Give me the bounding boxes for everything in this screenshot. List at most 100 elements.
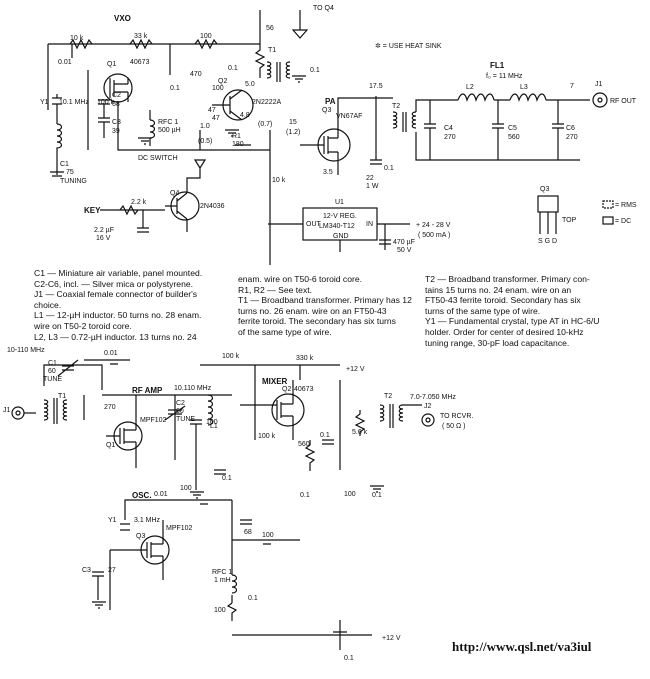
c3-rx-value: 27 [108,567,116,574]
reading-17-5: 17.5 [369,83,383,90]
c-0-1-label-a: 0.1 [170,85,180,92]
y1-freq-label: 10.1 MHz [59,99,89,106]
q3-rx-type: MPF102 [166,525,193,532]
r-22-label: 22 [366,175,374,182]
t1-label: T1 [268,47,276,54]
reading-5-0: 5.0 [245,81,255,88]
mixer-label: MIXER [262,377,288,386]
c5-label: C5 [508,125,517,132]
sgd-label: S G D [538,238,557,245]
note-line: Y1 — Fundamental crystal, type AT in HC-… [425,316,600,327]
c2-label: C2 [112,92,121,99]
u1-gnd-label: GND [333,233,349,240]
r-100b-label: 100 [212,85,224,92]
q1-type-label: 40673 [130,59,150,66]
reading-1-0: 1.0 [200,123,210,130]
c1-value: 75 [66,169,74,176]
rfc1-rx-value: 1 mH [214,577,231,584]
c5-value: 560 [508,134,520,141]
q3-rx-label: Q3 [136,533,145,540]
c1-label: C1 [60,161,69,168]
fl1-label: FL1 [490,61,505,70]
r-10k-b-label: 10 k [272,177,286,184]
rf-amp-label: RF AMP [132,386,163,395]
notes-left: C1 — Miniature air variable, panel mount… [34,268,244,342]
l3-label: L3 [520,84,528,91]
plus12-a-label: +12 V [346,366,365,373]
reading-7: 7 [570,83,574,90]
notes-mid: enam. wire on T50-6 toroid core. R1, R2 … [238,274,438,338]
dc-label: = DC [615,218,631,225]
pa-label: PA [325,97,336,106]
c-0-1e-label: 0.1 [248,595,258,602]
note-line: ferrite toroid. The secondary has six tu… [238,316,396,327]
note-line: of the same type of wire. [238,326,332,337]
r-56-label: 56 [266,25,274,32]
heat-sink-note: ✲ = USE HEAT SINK [375,42,442,50]
supply-current-label: ( 500 mA ) [418,232,450,239]
receiver-circuit: 10-110 MHz C1 60 TUNE J1 T1 0.01 270 RF … [3,347,473,662]
c1-rx-label: C1 [48,360,57,367]
c2-rx-value: 60 [176,408,184,415]
note-line: C1 — Miniature air variable, panel mount… [34,268,203,278]
reading-3-5: 3.5 [323,169,333,176]
c-0-1a-label: 0.1 [222,475,232,482]
q4-type-label: 2N4036 [200,203,225,210]
y1-rx-label: Y1 [108,517,117,524]
plus12-b-label: +12 V [382,635,401,642]
r-330k-label: 330 k [296,355,314,362]
u1-reg-label: 12-V REG. [323,213,357,220]
to-q4-label: TO Q4 [313,5,334,12]
range-mid-label: 10.110 MHz [174,385,212,392]
r-560-label: 560 [298,441,310,448]
c2-value: 68 [112,101,120,108]
key-label: KEY [84,206,101,215]
r-5-6k-label: 5.6 k [352,429,368,436]
y1-label: Y1 [40,99,49,106]
c1-rx-value: 60 [48,368,56,375]
note-line: choice. [34,299,62,310]
c-0-1c-label: 0.1 [372,492,382,499]
q3-pkg-label: Q3 [540,186,549,193]
footer-url: http://www.qsl.net/va3iul [452,639,592,654]
r-100-label: 100 [200,33,212,40]
c6-label: C6 [566,125,575,132]
ohms-label: ( 50 Ω ) [442,423,466,430]
c2-rx-label: C2 [176,400,185,407]
r-270-label: 270 [104,404,116,411]
out-range-label: 7.0-7.050 MHz [410,394,456,401]
c-0-1d-label: 0.1 [384,165,394,172]
c-0-1f-label: 0.1 [344,655,354,662]
note-line: J1 — Coaxial female connector of builder… [34,289,198,300]
c-0-1-label-b: 0.1 [228,65,238,72]
note-line: L2, L3 — 0.72-µH inductor. 13 turns no. … [34,331,197,342]
r-470-label: 470 [190,71,202,78]
r-100a-label: 100 [180,485,192,492]
t2-label: T2 [392,103,400,110]
c-0-1d-label: 0.1 [300,492,310,499]
l2-label: L2 [466,84,474,91]
note-line: tains 15 turns no. 24 enam. wire on an [425,284,572,295]
q3-type-label: VN67AF [336,113,362,120]
r-47a-label: 47 [212,115,220,122]
note-line: tuning range, 30-pF load capacitance. [425,337,570,348]
transmitter-circuit: VXO TO Q4 ✲ = USE HEAT SINK 10 k 33 k 10… [40,5,637,265]
notes-right: T2 — Broadband transformer. Primary con-… [425,274,645,348]
c-470uf-label: 470 µF [393,239,415,246]
q1-rx-label: Q1 [106,442,115,449]
reading-4-8: 4.8 [240,112,250,119]
note-line: FT50-43 ferrite toroid. Secondary has si… [425,295,581,306]
note-line: R1, R2 — See text. [238,284,313,295]
c3-value: 39 [112,128,120,135]
q1-label: Q1 [107,61,116,68]
tune-label-a: TUNE [43,376,62,383]
reading-0-7: (0.7) [258,121,272,128]
r-33k-label: 33 k [134,33,148,40]
c3-label: C3 [112,119,121,126]
q2-label: Q2 [218,78,227,85]
rf-out-label: RF OUT [610,98,637,105]
r-100k-label: 100 k [97,99,115,106]
c-2-2uf-label: 2.2 µF [94,227,114,234]
c-100b-label: 100 [262,532,274,539]
